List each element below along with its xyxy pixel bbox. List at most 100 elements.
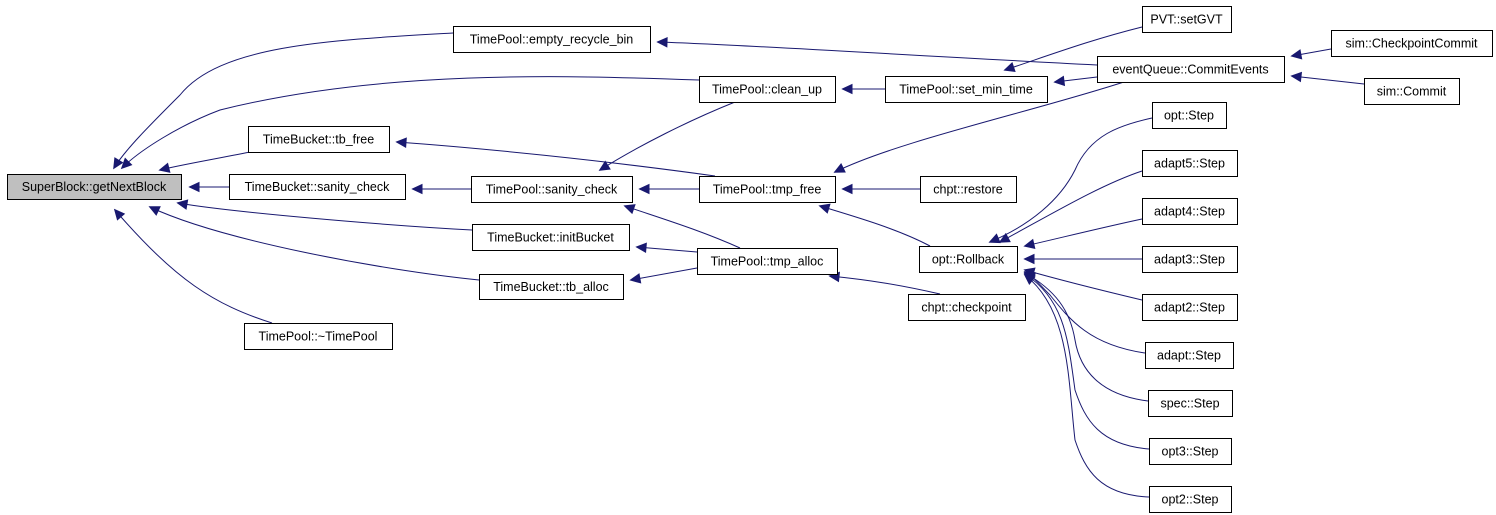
- edge-set_min_time-to-clean_up: [841, 83, 885, 95]
- node-adapt2_Step[interactable]: adapt2::Step: [1142, 294, 1238, 321]
- edge-Rollback-to-tmp_free: [818, 203, 931, 247]
- node-adapt5_Step[interactable]: adapt5::Step: [1142, 150, 1238, 177]
- edge-line: [1024, 272, 1149, 402]
- node-box: [699, 176, 836, 203]
- edge-spec_Step-to-Rollback: [1023, 272, 1149, 402]
- node-label: adapt::Step: [1157, 349, 1221, 363]
- arrowhead-icon: [1023, 238, 1036, 250]
- node-box: [1142, 6, 1232, 33]
- nodes-layer: SuperBlock::getNextBlock TimePool::empty_…: [7, 6, 1493, 513]
- edge-line: [1024, 271, 1146, 354]
- node-tmp_free[interactable]: TimePool::tmp_free: [699, 176, 836, 203]
- node-tb_sanity_check[interactable]: TimeBucket::sanity_check: [229, 174, 406, 200]
- node-restore[interactable]: chpt::restore: [920, 176, 1017, 203]
- node-opt2_Step[interactable]: opt2::Step: [1149, 486, 1232, 513]
- node-dtor[interactable]: TimePool::~TimePool: [244, 323, 393, 350]
- node-opt3_Step[interactable]: opt3::Step: [1149, 438, 1232, 465]
- node-label: TimeBucket::initBucket: [487, 231, 614, 245]
- arrowhead-icon: [635, 242, 647, 254]
- node-label: TimePool::empty_recycle_bin: [470, 33, 634, 47]
- edge-line: [999, 170, 1143, 243]
- node-box: [1145, 342, 1234, 369]
- arrowhead-icon: [998, 232, 1011, 243]
- node-tb_alloc[interactable]: TimeBucket::tb_alloc: [479, 274, 624, 300]
- node-box: [1097, 56, 1285, 83]
- edge-restore-to-tmp_free: [841, 183, 920, 195]
- arrowhead-icon: [113, 208, 126, 221]
- node-CheckpointCommit[interactable]: sim::CheckpointCommit: [1331, 30, 1493, 57]
- node-adapt_Step[interactable]: adapt::Step: [1145, 342, 1234, 369]
- edge-tmp_alloc-to-initBucket: [635, 242, 698, 254]
- node-box: [1142, 246, 1238, 273]
- node-label: TimePool::sanity_check: [486, 183, 618, 197]
- edge-line: [149, 206, 480, 281]
- node-box: [248, 126, 390, 153]
- node-label: TimePool::set_min_time: [899, 83, 1033, 97]
- node-Commit[interactable]: sim::Commit: [1364, 78, 1460, 105]
- node-checkpoint[interactable]: chpt::checkpoint: [908, 294, 1026, 321]
- arrowhead-icon: [158, 162, 171, 173]
- node-tb_free[interactable]: TimeBucket::tb_free: [248, 126, 390, 153]
- edge-tp_sanity_check-to-tb_sanity_check: [411, 183, 471, 195]
- node-box: [244, 323, 393, 350]
- edge-opt_Step-to-tmp_free: [833, 79, 1131, 173]
- edge-line: [396, 141, 716, 177]
- node-label: spec::Step: [1160, 397, 1219, 411]
- node-label: adapt5::Step: [1154, 157, 1225, 171]
- node-box: [1149, 438, 1232, 465]
- edge-initBucket-to-getNextBlock: [176, 199, 473, 231]
- node-box: [885, 76, 1048, 103]
- node-Rollback[interactable]: opt::Rollback: [919, 246, 1018, 273]
- node-CommitEvents[interactable]: eventQueue::CommitEvents: [1097, 56, 1285, 83]
- node-label: opt3::Step: [1162, 445, 1219, 459]
- arrowhead-icon: [148, 206, 161, 216]
- node-box: [229, 174, 406, 200]
- node-initBucket[interactable]: TimeBucket::initBucket: [472, 224, 630, 251]
- edge-opt2_Step-to-Rollback: [1023, 273, 1150, 498]
- node-adapt3_Step[interactable]: adapt3::Step: [1142, 246, 1238, 273]
- edge-line: [113, 32, 454, 169]
- node-label: PVT::setGVT: [1150, 13, 1223, 27]
- edge-line: [177, 202, 473, 231]
- arrowhead-icon: [1023, 253, 1035, 265]
- edge-clean_up-to-tp_sanity_check: [598, 101, 736, 171]
- node-label: eventQueue::CommitEvents: [1112, 63, 1268, 77]
- node-clean_up[interactable]: TimePool::clean_up: [699, 76, 836, 103]
- edge-line: [636, 246, 698, 253]
- arrowhead-icon: [176, 199, 189, 210]
- node-box: [1142, 294, 1238, 321]
- edge-line: [624, 205, 741, 249]
- node-box: [697, 248, 838, 275]
- edge-line: [1291, 75, 1365, 85]
- edge-CheckpointCommit-to-CommitEvents: [1290, 48, 1332, 60]
- node-box: [919, 246, 1018, 273]
- node-set_min_time[interactable]: TimePool::set_min_time: [885, 76, 1048, 103]
- node-label: adapt4::Step: [1154, 205, 1225, 219]
- node-empty_recycle_bin[interactable]: TimePool::empty_recycle_bin: [453, 26, 651, 53]
- node-label: TimePool::tmp_alloc: [711, 255, 824, 269]
- edge-line: [829, 275, 941, 295]
- edge-dtor-to-getNextBlock: [113, 208, 273, 324]
- edge-setGVT-to-set_min_time: [1003, 26, 1143, 73]
- edge-tmp_alloc-to-tb_alloc: [629, 267, 698, 284]
- node-opt_Step[interactable]: opt::Step: [1152, 102, 1227, 129]
- node-setGVT[interactable]: PVT::setGVT: [1142, 6, 1232, 33]
- node-label: opt2::Step: [1162, 493, 1219, 507]
- node-spec_Step[interactable]: spec::Step: [1148, 390, 1233, 417]
- edge-checkpoint-to-tmp_alloc: [828, 271, 941, 295]
- node-tmp_alloc[interactable]: TimePool::tmp_alloc: [697, 248, 838, 275]
- node-label: TimePool::clean_up: [712, 83, 822, 97]
- node-label: TimeBucket::sanity_check: [245, 180, 390, 194]
- arrowhead-icon: [1053, 75, 1066, 87]
- node-adapt4_Step[interactable]: adapt4::Step: [1142, 198, 1238, 225]
- edge-opt_Step-to-Rollback: [988, 117, 1153, 244]
- node-box: [1331, 30, 1493, 57]
- edge-line: [989, 117, 1153, 243]
- node-tp_sanity_check[interactable]: TimePool::sanity_check: [471, 176, 633, 203]
- edge-tb_free-to-getNextBlock: [158, 151, 251, 173]
- arrowhead-icon: [629, 273, 642, 284]
- edge-line: [599, 101, 736, 171]
- arrowhead-icon: [188, 181, 200, 193]
- edge-adapt3_Step-to-Rollback: [1023, 253, 1142, 265]
- node-getNextBlock[interactable]: SuperBlock::getNextBlock: [7, 174, 182, 200]
